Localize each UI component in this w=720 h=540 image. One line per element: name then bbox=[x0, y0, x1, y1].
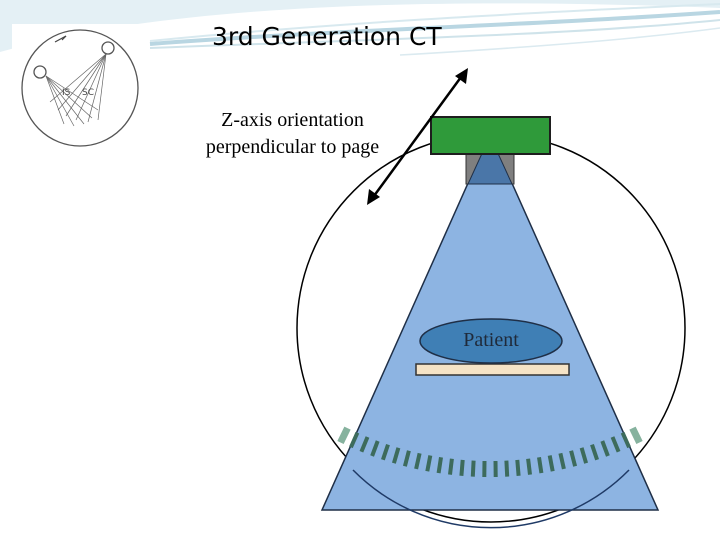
detector-element bbox=[448, 458, 454, 475]
detector-element bbox=[337, 426, 351, 445]
detector-element bbox=[414, 452, 422, 470]
svg-text:SC: SC bbox=[82, 88, 94, 98]
x-ray-tube bbox=[430, 116, 551, 155]
detector-element bbox=[590, 443, 599, 461]
detector-element bbox=[470, 460, 476, 477]
detector-element bbox=[370, 440, 380, 457]
detector-element bbox=[504, 460, 510, 477]
patient-label: Patient bbox=[463, 329, 519, 351]
detector-element bbox=[558, 452, 566, 470]
detector-element bbox=[359, 436, 370, 453]
double-headed-arrow-icon bbox=[367, 68, 468, 205]
detector-element bbox=[381, 443, 390, 461]
detector-element bbox=[391, 447, 401, 464]
detector-element bbox=[402, 450, 411, 467]
detector-element bbox=[349, 431, 360, 449]
beam-focus bbox=[467, 134, 513, 185]
detector-element bbox=[629, 426, 643, 445]
detector-element bbox=[620, 431, 631, 449]
detector-element bbox=[610, 436, 621, 453]
detector-element bbox=[579, 447, 589, 464]
detector-element bbox=[436, 456, 443, 474]
svg-text:IS: IS bbox=[62, 88, 71, 98]
gantry-arc bbox=[352, 469, 630, 529]
detector-element bbox=[425, 455, 433, 472]
z-axis-note-line-1: Z-axis orientation bbox=[221, 109, 364, 131]
detector-element bbox=[515, 459, 521, 476]
header-swoosh bbox=[0, 0, 720, 56]
detector-element bbox=[526, 458, 532, 475]
detector-element bbox=[459, 459, 465, 476]
patient-table bbox=[415, 363, 570, 376]
slide-title: 3rd Generation CT bbox=[212, 22, 442, 51]
detector-array bbox=[337, 426, 643, 478]
detector-element bbox=[537, 456, 544, 474]
detector-element bbox=[547, 455, 555, 472]
z-axis-note-line-2: perpendicular to page bbox=[205, 136, 380, 158]
detector-element bbox=[569, 450, 578, 467]
patient-ellipse bbox=[419, 318, 563, 364]
detector-element bbox=[600, 440, 610, 457]
z-axis-note: Z-axis orientation perpendicular to page bbox=[170, 107, 415, 161]
